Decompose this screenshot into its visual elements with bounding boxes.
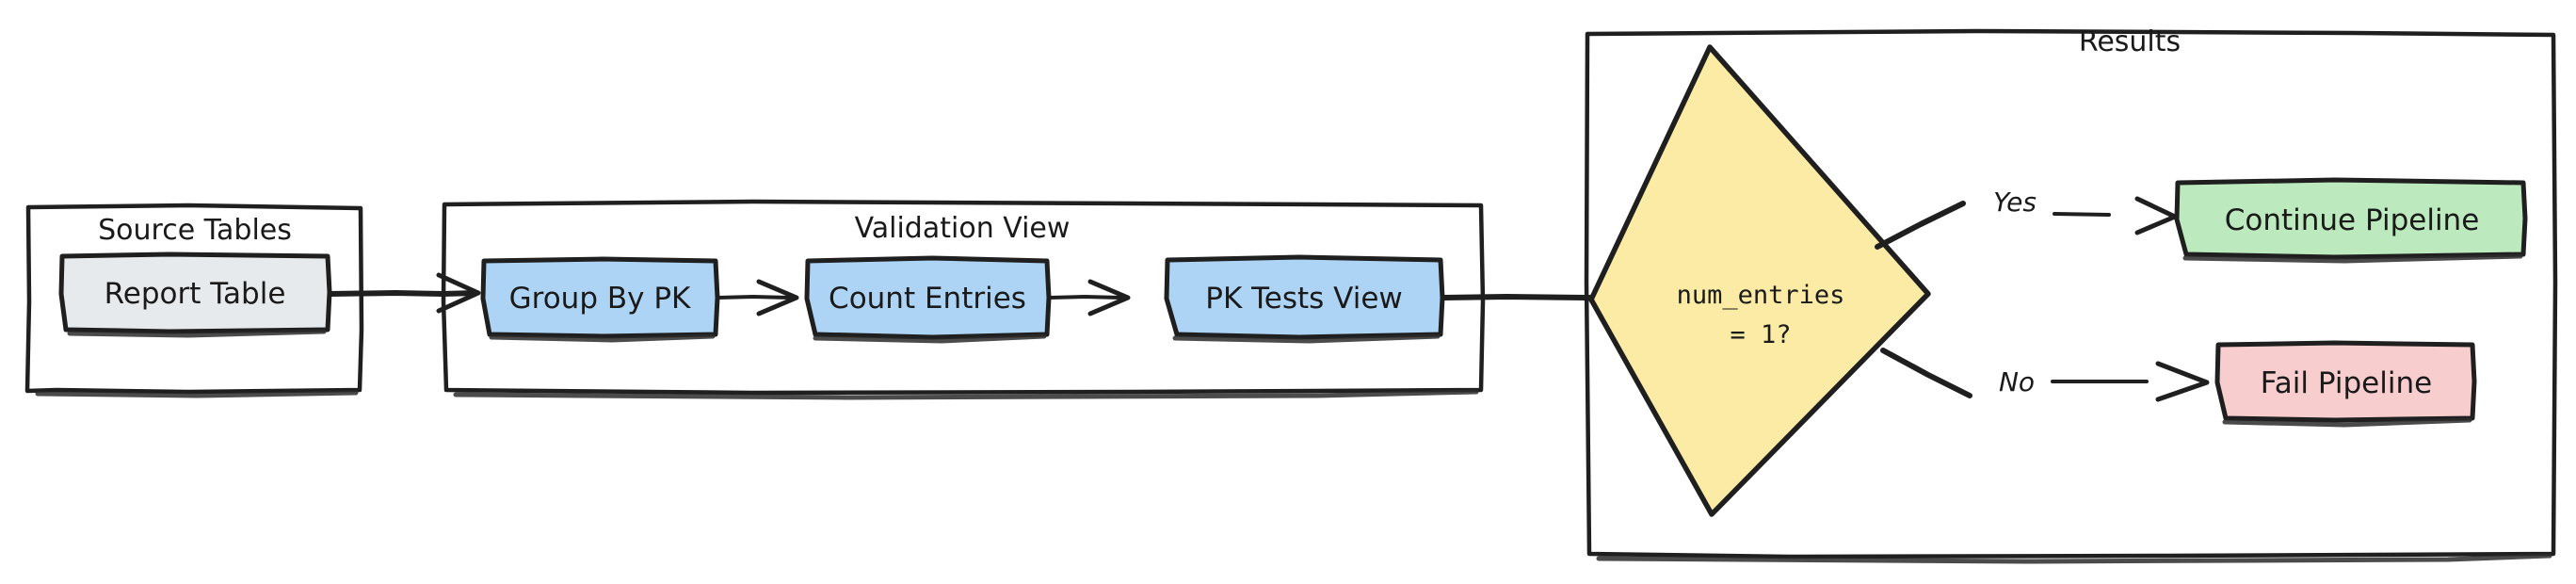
arrow-head-yes bbox=[2134, 196, 2178, 235]
fail-pipeline-rect[interactable] bbox=[2214, 340, 2477, 423]
group-by-pk-label: Group By PK bbox=[509, 282, 691, 316]
continue-pipeline-rect[interactable] bbox=[2174, 177, 2528, 260]
edge-count-entries-to-pk-tests-view bbox=[1048, 279, 1131, 316]
edge-report-table-to-group-by-pk bbox=[329, 272, 481, 314]
node-report-table[interactable]: Report Table bbox=[58, 251, 332, 338]
node-continue-pipeline[interactable]: Continue Pipeline bbox=[2174, 177, 2528, 264]
edge-line-3 bbox=[1048, 295, 1122, 300]
node-count-entries[interactable]: Count Entries bbox=[804, 255, 1052, 344]
validation-view-label: Validation View bbox=[855, 212, 1071, 245]
node-fail-pipeline[interactable]: Fail Pipeline bbox=[2214, 340, 2477, 428]
arrow-head-3 bbox=[1087, 279, 1131, 316]
group-results: Results num_entries = 1? Yes Continue Pi… bbox=[1584, 25, 2558, 564]
yes-edge-line bbox=[1875, 201, 1966, 250]
count-entries-label: Count Entries bbox=[829, 282, 1026, 316]
group-source-tables: Source Tables Report Table bbox=[24, 203, 364, 398]
fail-pipeline-shadow bbox=[2222, 417, 2472, 428]
report-table-label: Report Table bbox=[105, 277, 286, 311]
source-tables-border bbox=[24, 203, 364, 395]
report-table-rect[interactable] bbox=[58, 251, 332, 334]
validation-view-shadow bbox=[453, 389, 1479, 400]
edge-line-1 bbox=[329, 290, 479, 297]
pk-tests-view-shadow bbox=[1172, 333, 1441, 344]
results-shadow bbox=[1596, 553, 2552, 564]
decision-diamond[interactable] bbox=[1588, 44, 1931, 517]
validation-view-border bbox=[441, 199, 1486, 396]
results-border bbox=[1584, 28, 2558, 560]
node-decision-num-entries[interactable]: num_entries = 1? bbox=[1588, 44, 1931, 517]
group-by-pk-rect[interactable] bbox=[480, 256, 720, 339]
count-entries-rect[interactable] bbox=[804, 255, 1052, 340]
yes-edge-label: Yes bbox=[1993, 187, 2037, 218]
source-tables-label: Source Tables bbox=[98, 214, 292, 247]
pk-tests-view-label: PK Tests View bbox=[1205, 282, 1403, 316]
continue-pipeline-shadow bbox=[2182, 253, 2523, 264]
no-edge-label: No bbox=[1999, 366, 2035, 397]
arrow-head-no bbox=[2155, 361, 2210, 402]
no-edge-line bbox=[1880, 348, 1972, 398]
decision-label-line1: num_entries bbox=[1677, 281, 1845, 310]
edge-decision-to-continue-pipeline: Yes bbox=[1875, 187, 2178, 250]
results-label: Results bbox=[2079, 25, 2181, 58]
node-pk-tests-view[interactable]: PK Tests View bbox=[1164, 254, 1445, 344]
count-entries-shadow bbox=[813, 333, 1047, 344]
source-tables-shadow bbox=[35, 390, 359, 398]
decision-label-line2: = 1? bbox=[1730, 320, 1791, 349]
edge-decision-to-fail-pipeline: No bbox=[1880, 348, 2210, 402]
node-group-by-pk[interactable]: Group By PK bbox=[480, 256, 720, 343]
fail-pipeline-label: Fail Pipeline bbox=[2261, 366, 2432, 400]
edge-line-2 bbox=[716, 295, 791, 300]
report-table-shadow bbox=[67, 329, 327, 338]
arrow-head-1 bbox=[436, 272, 481, 314]
edge-group-by-pk-to-count-entries bbox=[716, 279, 799, 316]
pk-tests-view-rect[interactable] bbox=[1164, 254, 1445, 340]
group-validation-view: Validation View Group By PK Count Entrie… bbox=[441, 199, 1486, 400]
arrow-head-2 bbox=[756, 279, 799, 316]
group-by-pk-shadow bbox=[489, 333, 716, 343]
yes-edge-line-2 bbox=[2053, 212, 2111, 217]
continue-pipeline-label: Continue Pipeline bbox=[2225, 203, 2480, 237]
